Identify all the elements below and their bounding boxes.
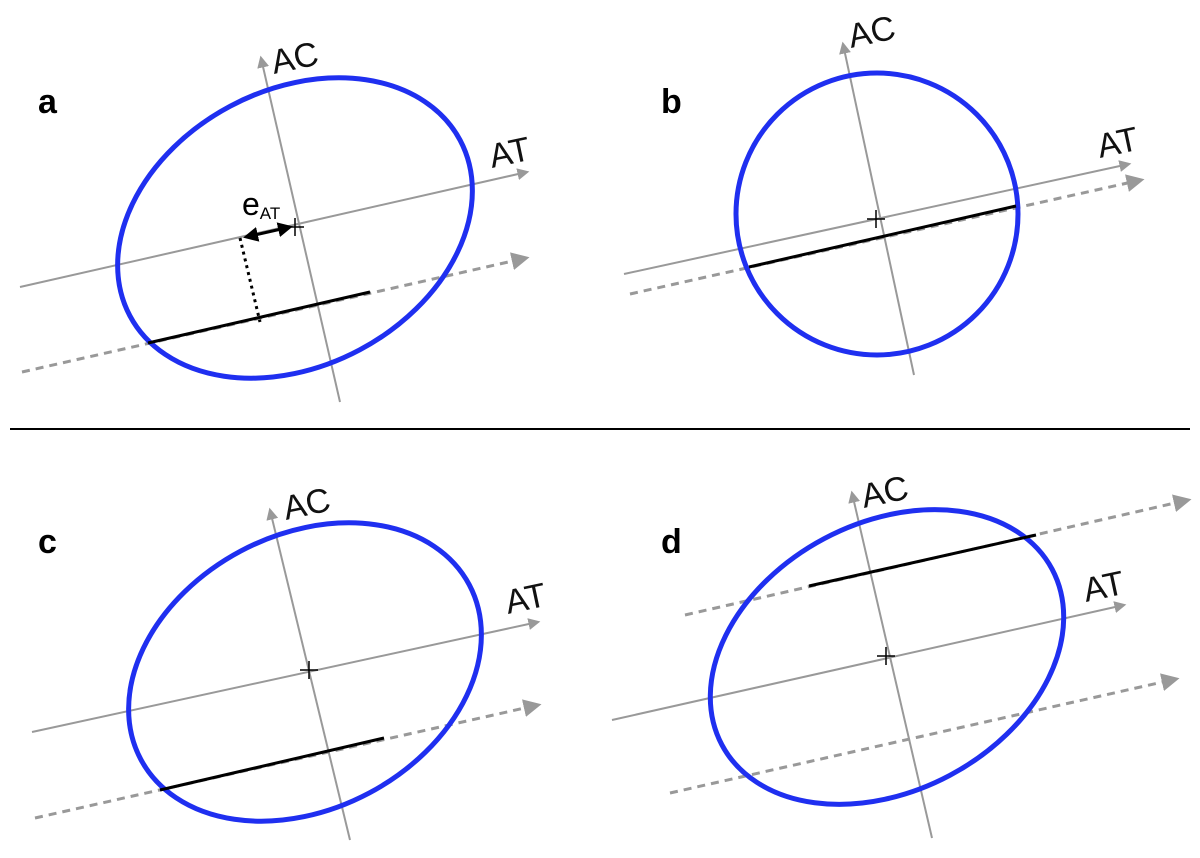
chord [808,533,1037,588]
chord [147,290,371,345]
panel-b-label: b [661,83,682,121]
ac-axis [839,41,915,376]
chord [159,736,385,792]
panel-d: d AC AT [611,469,1192,839]
scan-track [629,174,1145,296]
center-cross [867,210,885,228]
panel-c: c AC AT [31,481,550,841]
panel-b: b AC AT [623,9,1145,376]
offset-arrow [243,222,293,242]
ac-axis [257,55,341,403]
scan-track-lower [669,673,1180,795]
center-cross [877,647,895,665]
scan-ellipse [733,70,1021,358]
ac-axis-label: AC [858,469,912,516]
ac-axis-label: AC [268,35,322,82]
ac-axis-label: AC [280,481,334,528]
chord [748,204,1017,269]
offset-label: eAT [242,186,280,223]
at-axis-label: AT [1094,120,1142,166]
scan-ellipse [126,520,484,824]
scan-ellipse [115,75,475,381]
at-axis-label: AT [486,130,534,176]
at-axis [611,601,1127,721]
ac-axis [266,507,351,841]
panel-d-label: d [661,523,682,561]
center-cross [300,661,318,679]
ac-axis-label: AC [845,9,899,56]
at-axis [31,618,541,733]
panel-a: a AC AT eAT [19,35,534,403]
at-axis-label: AT [502,576,550,622]
panel-a-label: a [38,83,58,121]
offset-perpendicular [238,237,262,323]
at-axis-label: AT [1080,564,1128,610]
panel-c-label: c [38,523,57,561]
ac-axis [848,490,933,839]
center-cross [286,218,304,236]
scan-ellipse [707,507,1067,807]
